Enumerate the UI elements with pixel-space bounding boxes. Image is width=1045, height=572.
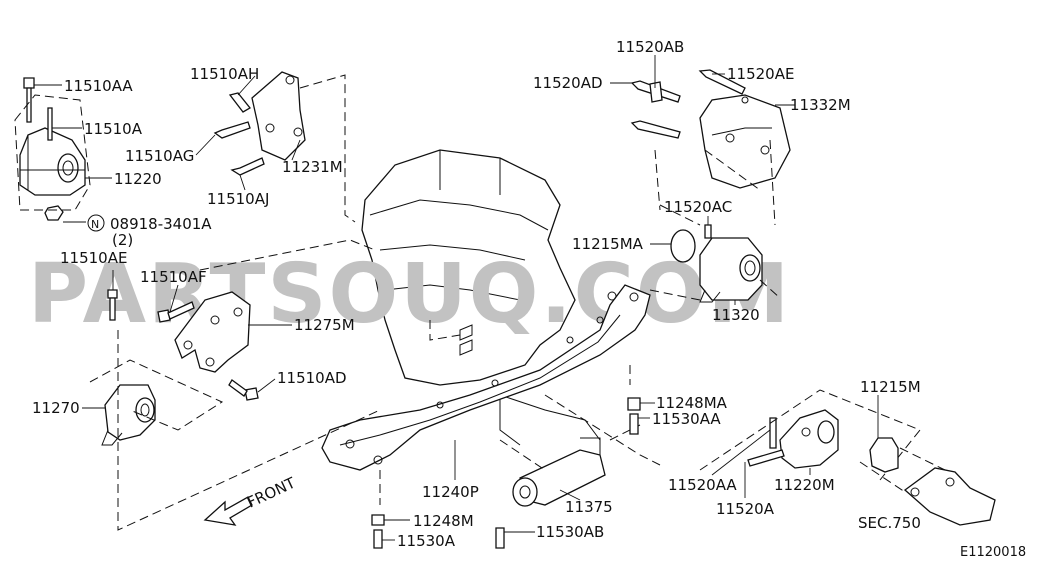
label-08918-qty: (2) xyxy=(112,231,133,249)
label-11270[interactable]: 11270 xyxy=(32,399,80,417)
label-11375[interactable]: 11375 xyxy=(565,498,613,516)
label-11530a[interactable]: 11530A xyxy=(397,532,456,550)
label-11215m[interactable]: 11215M xyxy=(860,378,921,396)
n-symbol-text: N xyxy=(91,218,99,231)
label-11320[interactable]: 11320 xyxy=(712,306,760,324)
label-11248m[interactable]: 11248M xyxy=(413,512,474,530)
bracket-11231m-drawing xyxy=(213,71,356,223)
guide-lines xyxy=(117,239,661,531)
engine-outline xyxy=(361,149,601,446)
label-11510aa[interactable]: 11510AA xyxy=(64,77,133,95)
label-08918-3401a[interactable]: 08918-3401A xyxy=(110,215,212,233)
label-11248ma[interactable]: 11248MA xyxy=(656,394,728,412)
watermark-text: PARTSOUQ.COM xyxy=(28,247,791,342)
bracket-11275m-drawing xyxy=(107,289,259,401)
label-11332m[interactable]: 11332M xyxy=(790,96,851,114)
sec750-bracket-drawing xyxy=(859,437,996,526)
label-11510af[interactable]: 11510AF xyxy=(140,268,207,286)
label-11510ae[interactable]: 11510AE xyxy=(60,249,127,267)
leader-lines xyxy=(34,55,879,541)
label-11520aa[interactable]: 11520AA xyxy=(668,476,737,494)
damper-11375-drawing xyxy=(499,424,641,507)
label-11240p[interactable]: 11240P xyxy=(422,483,479,501)
label-11215ma[interactable]: 11215MA xyxy=(572,235,644,253)
label-11520a[interactable]: 11520A xyxy=(716,500,775,518)
mount-11320-drawing xyxy=(649,204,781,303)
label-11231m[interactable]: 11231M xyxy=(282,158,343,176)
label-sec750[interactable]: SEC.750 xyxy=(858,514,921,532)
diagram-code: E1120018 xyxy=(960,545,1026,560)
label-11520ae[interactable]: 11520AE xyxy=(727,65,794,83)
mount-11220m-drawing xyxy=(699,389,921,481)
label-11520ac[interactable]: 11520AC xyxy=(664,198,732,216)
lower-fasteners-drawing xyxy=(371,397,641,549)
mount-11220-drawing xyxy=(14,77,91,221)
label-11510ah[interactable]: 11510AH xyxy=(190,65,259,83)
label-11520ab[interactable]: 11520AB xyxy=(616,38,684,56)
label-11510ag[interactable]: 11510AG xyxy=(125,147,194,165)
front-arrow-icon xyxy=(203,496,253,526)
label-11220m[interactable]: 11220M xyxy=(774,476,835,494)
n-symbol-circle xyxy=(87,214,105,232)
label-11220[interactable]: 11220 xyxy=(114,170,162,188)
mount-11270-drawing xyxy=(89,359,224,446)
label-11530ab[interactable]: 11530AB xyxy=(536,523,604,541)
label-11275m[interactable]: 11275M xyxy=(294,316,355,334)
label-11510aj[interactable]: 11510AJ xyxy=(207,190,269,208)
label-11530aa[interactable]: 11530AA xyxy=(652,410,721,428)
label-11520ad[interactable]: 11520AD xyxy=(533,74,603,92)
crossmember-11240p-drawing xyxy=(321,284,651,471)
front-label: FRONT xyxy=(244,473,299,511)
label-11510ad[interactable]: 11510AD xyxy=(277,369,347,387)
bracket-11332m-drawing xyxy=(630,69,791,226)
label-11510a-top[interactable]: 11510A xyxy=(84,120,143,138)
